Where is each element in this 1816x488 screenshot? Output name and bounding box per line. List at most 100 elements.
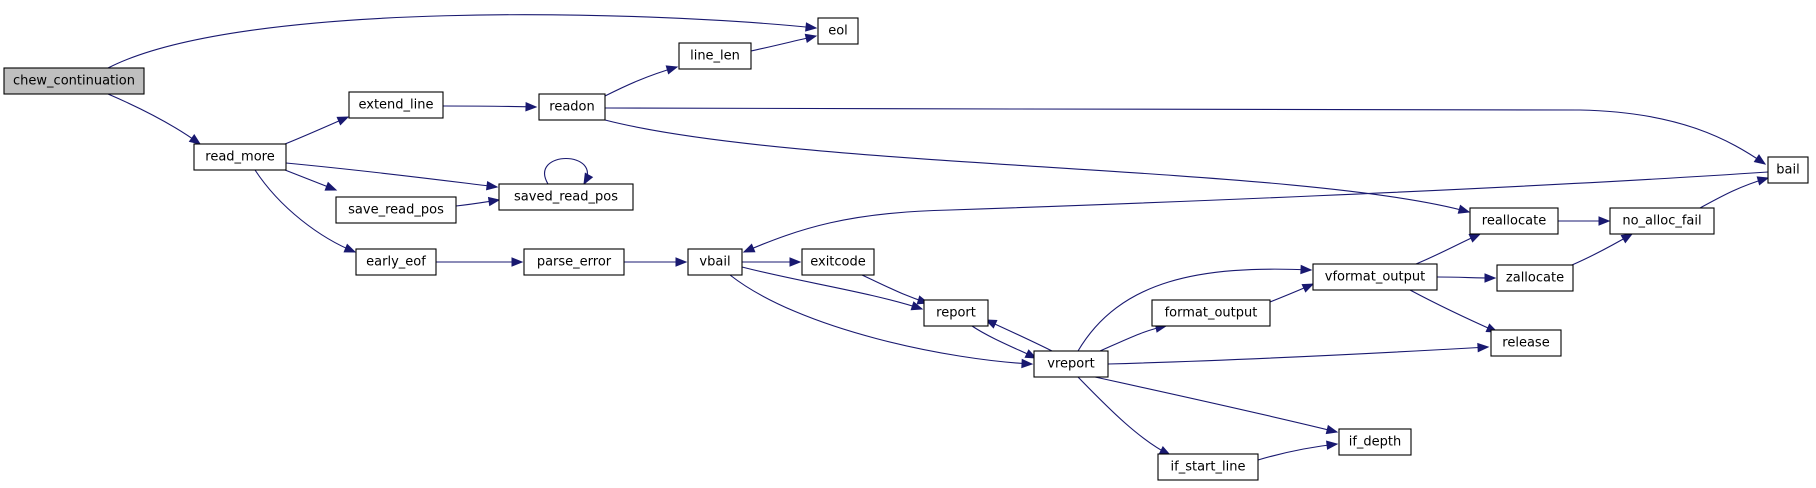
node-label: eol: [828, 24, 848, 39]
edge-vreport-to-vformat_output: [1077, 264, 1313, 352]
node-box[interactable]: [801, 248, 875, 276]
node-bail[interactable]: bail: [1767, 156, 1809, 184]
edge-line: [1077, 376, 1171, 456]
node-zallocate[interactable]: zallocate: [1496, 264, 1574, 292]
arrowhead-icon: [1468, 233, 1482, 243]
node-label: reallocate: [1482, 214, 1546, 229]
node-box[interactable]: [1490, 329, 1562, 357]
edge-reallocate-to-no_alloc_fail: [1558, 216, 1611, 226]
edge-vbail-to-vreport: [729, 274, 1034, 369]
arrowhead-icon: [583, 172, 594, 186]
edge-line: [1077, 268, 1312, 352]
node-exitcode[interactable]: exitcode: [801, 248, 875, 276]
edge-line: [1415, 233, 1481, 265]
node-line-len[interactable]: line_len: [678, 42, 752, 70]
node-eol[interactable]: eol: [817, 17, 859, 45]
node-save-read-pos[interactable]: save_read_pos: [335, 196, 457, 224]
edge-vformat_output-to-zallocate: [1436, 273, 1497, 283]
node-saved-read-pos[interactable]: saved_read_pos: [498, 183, 634, 211]
node-label: line_len: [690, 49, 740, 64]
node-box[interactable]: [923, 299, 989, 327]
edge-vreport-to-if_depth: [1094, 376, 1339, 435]
arrowhead-icon: [525, 101, 538, 112]
node-box[interactable]: [348, 91, 444, 119]
node-box[interactable]: [355, 248, 437, 276]
node-box[interactable]: [1157, 453, 1259, 481]
arrowhead-icon: [1300, 264, 1313, 275]
node-early-eof[interactable]: early_eof: [355, 248, 437, 276]
edge-line: [1094, 376, 1338, 433]
arrowhead-icon: [1457, 204, 1471, 214]
node-box[interactable]: [498, 183, 634, 211]
edge-vbail-to-report: [741, 266, 924, 311]
node-vbail[interactable]: vbail: [687, 248, 743, 276]
arrowhead-icon: [984, 319, 998, 329]
edge-read_more-to-save_read_pos: [284, 169, 338, 191]
node-label: report: [936, 306, 976, 321]
node-box[interactable]: [1151, 299, 1271, 327]
node-box[interactable]: [193, 143, 287, 171]
node-box[interactable]: [1496, 264, 1574, 292]
node-box[interactable]: [1767, 156, 1809, 184]
node-readon[interactable]: readon: [538, 93, 606, 121]
arrowhead-icon: [343, 243, 357, 253]
edge-parse_error-to-vbail: [624, 257, 688, 267]
node-box[interactable]: [1312, 263, 1438, 291]
node-if-depth[interactable]: if_depth: [1338, 428, 1412, 456]
node-box[interactable]: [1469, 207, 1559, 235]
edge-saved_read_pos-to-saved_read_pos: [544, 158, 594, 186]
node-release[interactable]: release: [1490, 329, 1562, 357]
node-vreport[interactable]: vreport: [1033, 350, 1109, 378]
edge-read_more-to-early_eof: [254, 169, 357, 253]
node-box[interactable]: [1609, 207, 1715, 235]
arrowhead-icon: [665, 65, 679, 75]
edge-line_len-to-eol: [750, 33, 818, 52]
node-label: parse_error: [537, 255, 612, 270]
edge-line: [1409, 289, 1498, 333]
edge-line: [285, 162, 498, 188]
node-label: bail: [1776, 163, 1799, 178]
edge-vformat_output-to-reallocate: [1415, 233, 1482, 265]
node-label: vreport: [1047, 357, 1094, 372]
node-box[interactable]: [687, 248, 743, 276]
node-reallocate[interactable]: reallocate: [1469, 207, 1559, 235]
edge-save_read_pos-to-saved_read_pos: [455, 196, 501, 207]
edge-line: [254, 169, 356, 253]
edge-zallocate-to-no_alloc_fail: [1571, 233, 1634, 266]
arrowhead-icon: [1620, 233, 1634, 244]
node-label: no_alloc_fail: [1622, 214, 1701, 229]
node-box[interactable]: [1033, 350, 1109, 378]
arrowhead-icon: [675, 257, 688, 267]
node-box[interactable]: [538, 93, 606, 121]
edge-chew_continuation-to-read_more: [107, 93, 202, 145]
node-box[interactable]: [335, 196, 457, 224]
node-report[interactable]: report: [923, 299, 989, 327]
node-box[interactable]: [817, 17, 859, 45]
edge-no_alloc_fail-to-bail: [1699, 176, 1770, 209]
arrowhead-icon: [485, 181, 499, 191]
node-label: save_read_pos: [348, 203, 444, 218]
edge-vreport-to-if_start_line: [1077, 376, 1172, 456]
node-extend-line[interactable]: extend_line: [348, 91, 444, 119]
edge-vbail-to-exitcode: [742, 257, 802, 267]
node-read-more[interactable]: read_more: [193, 143, 287, 171]
node-box[interactable]: [523, 248, 625, 276]
node-box[interactable]: [3, 67, 145, 95]
node-parse-error[interactable]: parse_error: [523, 248, 625, 276]
node-no-alloc-fail[interactable]: no_alloc_fail: [1609, 207, 1715, 235]
arrowhead-icon: [188, 134, 202, 145]
node-chew-continuation[interactable]: chew_continuation: [3, 67, 145, 95]
edge-line: [1257, 443, 1338, 461]
node-box[interactable]: [1338, 428, 1412, 456]
edge-readon-to-line_len: [604, 65, 679, 97]
edge-readon-to-reallocate: [604, 119, 1471, 214]
edge-if_start_line-to-if_depth: [1257, 440, 1339, 461]
node-label: readon: [549, 100, 594, 115]
edge-line: [729, 274, 1033, 365]
arrowhead-icon: [1753, 154, 1767, 165]
node-if-start-line[interactable]: if_start_line: [1157, 453, 1259, 481]
edge-read_more-to-saved_read_pos: [285, 162, 499, 191]
node-format-output[interactable]: format_output: [1151, 299, 1271, 327]
node-box[interactable]: [678, 42, 752, 70]
node-vformat-output[interactable]: vformat_output: [1312, 263, 1438, 291]
